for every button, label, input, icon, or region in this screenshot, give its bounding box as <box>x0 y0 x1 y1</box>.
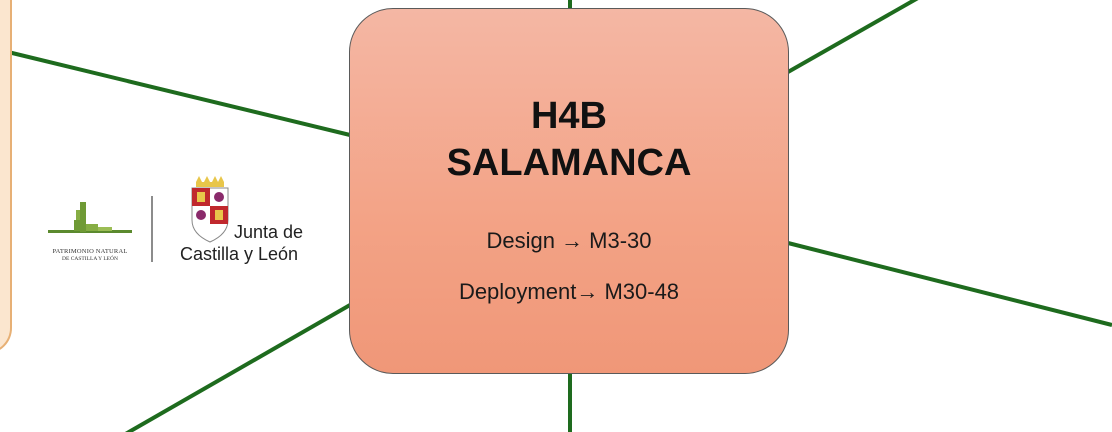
connector-top-right <box>787 0 919 74</box>
central-hub-node: H4B SALAMANCA Design → M3-30 Deployment→… <box>349 8 789 374</box>
connector-right-lower <box>787 241 1112 327</box>
left-node-edge <box>0 0 12 354</box>
patrimonio-label-2: DE CASTILLA Y LEÓN <box>62 256 118 262</box>
patrimonio-natural-logo: PATRIMONIO NATURAL DE CASTILLA Y LEÓN <box>40 190 140 270</box>
hub-title: H4B SALAMANCA <box>446 95 692 184</box>
junta-label-1: Junta de <box>234 222 304 242</box>
junta-castilla-leon-logo: Junta de Castilla y León <box>176 176 316 270</box>
hub-deployment-line: Deployment→ M30-48 <box>458 279 680 304</box>
junta-label-2: Castilla y León <box>180 244 299 264</box>
connector-left-upper <box>7 50 351 137</box>
logo-divider <box>151 196 153 262</box>
patrimonio-natural-icon <box>48 202 132 233</box>
connector-left-lower <box>124 303 351 432</box>
hub-design-line: Design → M3-30 <box>486 228 652 253</box>
coat-of-arms-icon <box>191 176 229 243</box>
patrimonio-label-1: PATRIMONIO NATURAL <box>52 248 128 255</box>
